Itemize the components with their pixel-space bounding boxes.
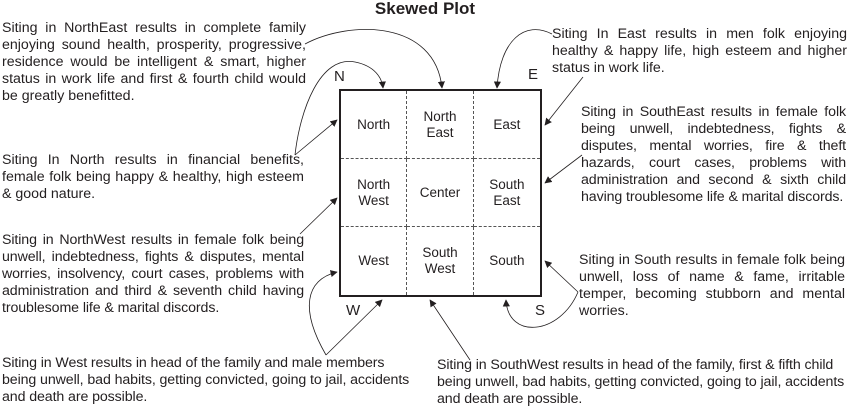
note-west: Siting in West results in head of the fa…	[2, 355, 410, 406]
cell-north-east: North East	[407, 91, 474, 159]
note-north: Siting In North results in financial ben…	[2, 152, 304, 203]
diagram-title: Skewed Plot	[374, 0, 476, 18]
note-southwest: Siting in SouthWest results in head of t…	[437, 357, 845, 408]
cell-east: East	[473, 91, 540, 159]
cell-south-west: South West	[407, 227, 474, 295]
note-south: Siting in South results in female folk b…	[579, 252, 845, 320]
arrow-north-left	[294, 119, 338, 156]
arrow-east-right	[544, 76, 584, 126]
arrow-northwest	[299, 197, 338, 235]
note-northeast: Siting in NorthEast results in complete …	[2, 20, 306, 105]
cell-center: Center	[407, 159, 474, 227]
plot-grid: North North East East North West Center …	[339, 89, 542, 297]
cell-north-west: North West	[341, 159, 408, 227]
note-northwest: Siting in NorthWest results in female fo…	[2, 232, 304, 317]
note-southeast: Siting in SouthEast results in female fo…	[581, 104, 846, 206]
cell-north: North	[341, 91, 408, 159]
arrow-southeast	[544, 154, 583, 184]
cell-south: South	[489, 253, 525, 268]
cell-south-east: South East	[473, 159, 540, 227]
arrow-southwest	[429, 299, 471, 361]
cell-west: West	[341, 227, 408, 295]
direction-west-label: W	[346, 302, 361, 319]
arrow-south-right	[544, 260, 579, 293]
arrow-northeast	[304, 29, 445, 89]
direction-north-label: N	[334, 68, 345, 85]
direction-south-label: S	[535, 302, 546, 319]
arrow-west-left	[308, 270, 338, 356]
arrow-west-bottom	[325, 299, 383, 356]
arrow-south-bottom	[502, 291, 579, 328]
direction-east-label: E	[528, 66, 539, 83]
arrow-north-top	[294, 61, 386, 156]
arrow-east-top	[493, 29, 553, 89]
note-east: Siting In East results in men folk enjoy…	[552, 26, 847, 77]
